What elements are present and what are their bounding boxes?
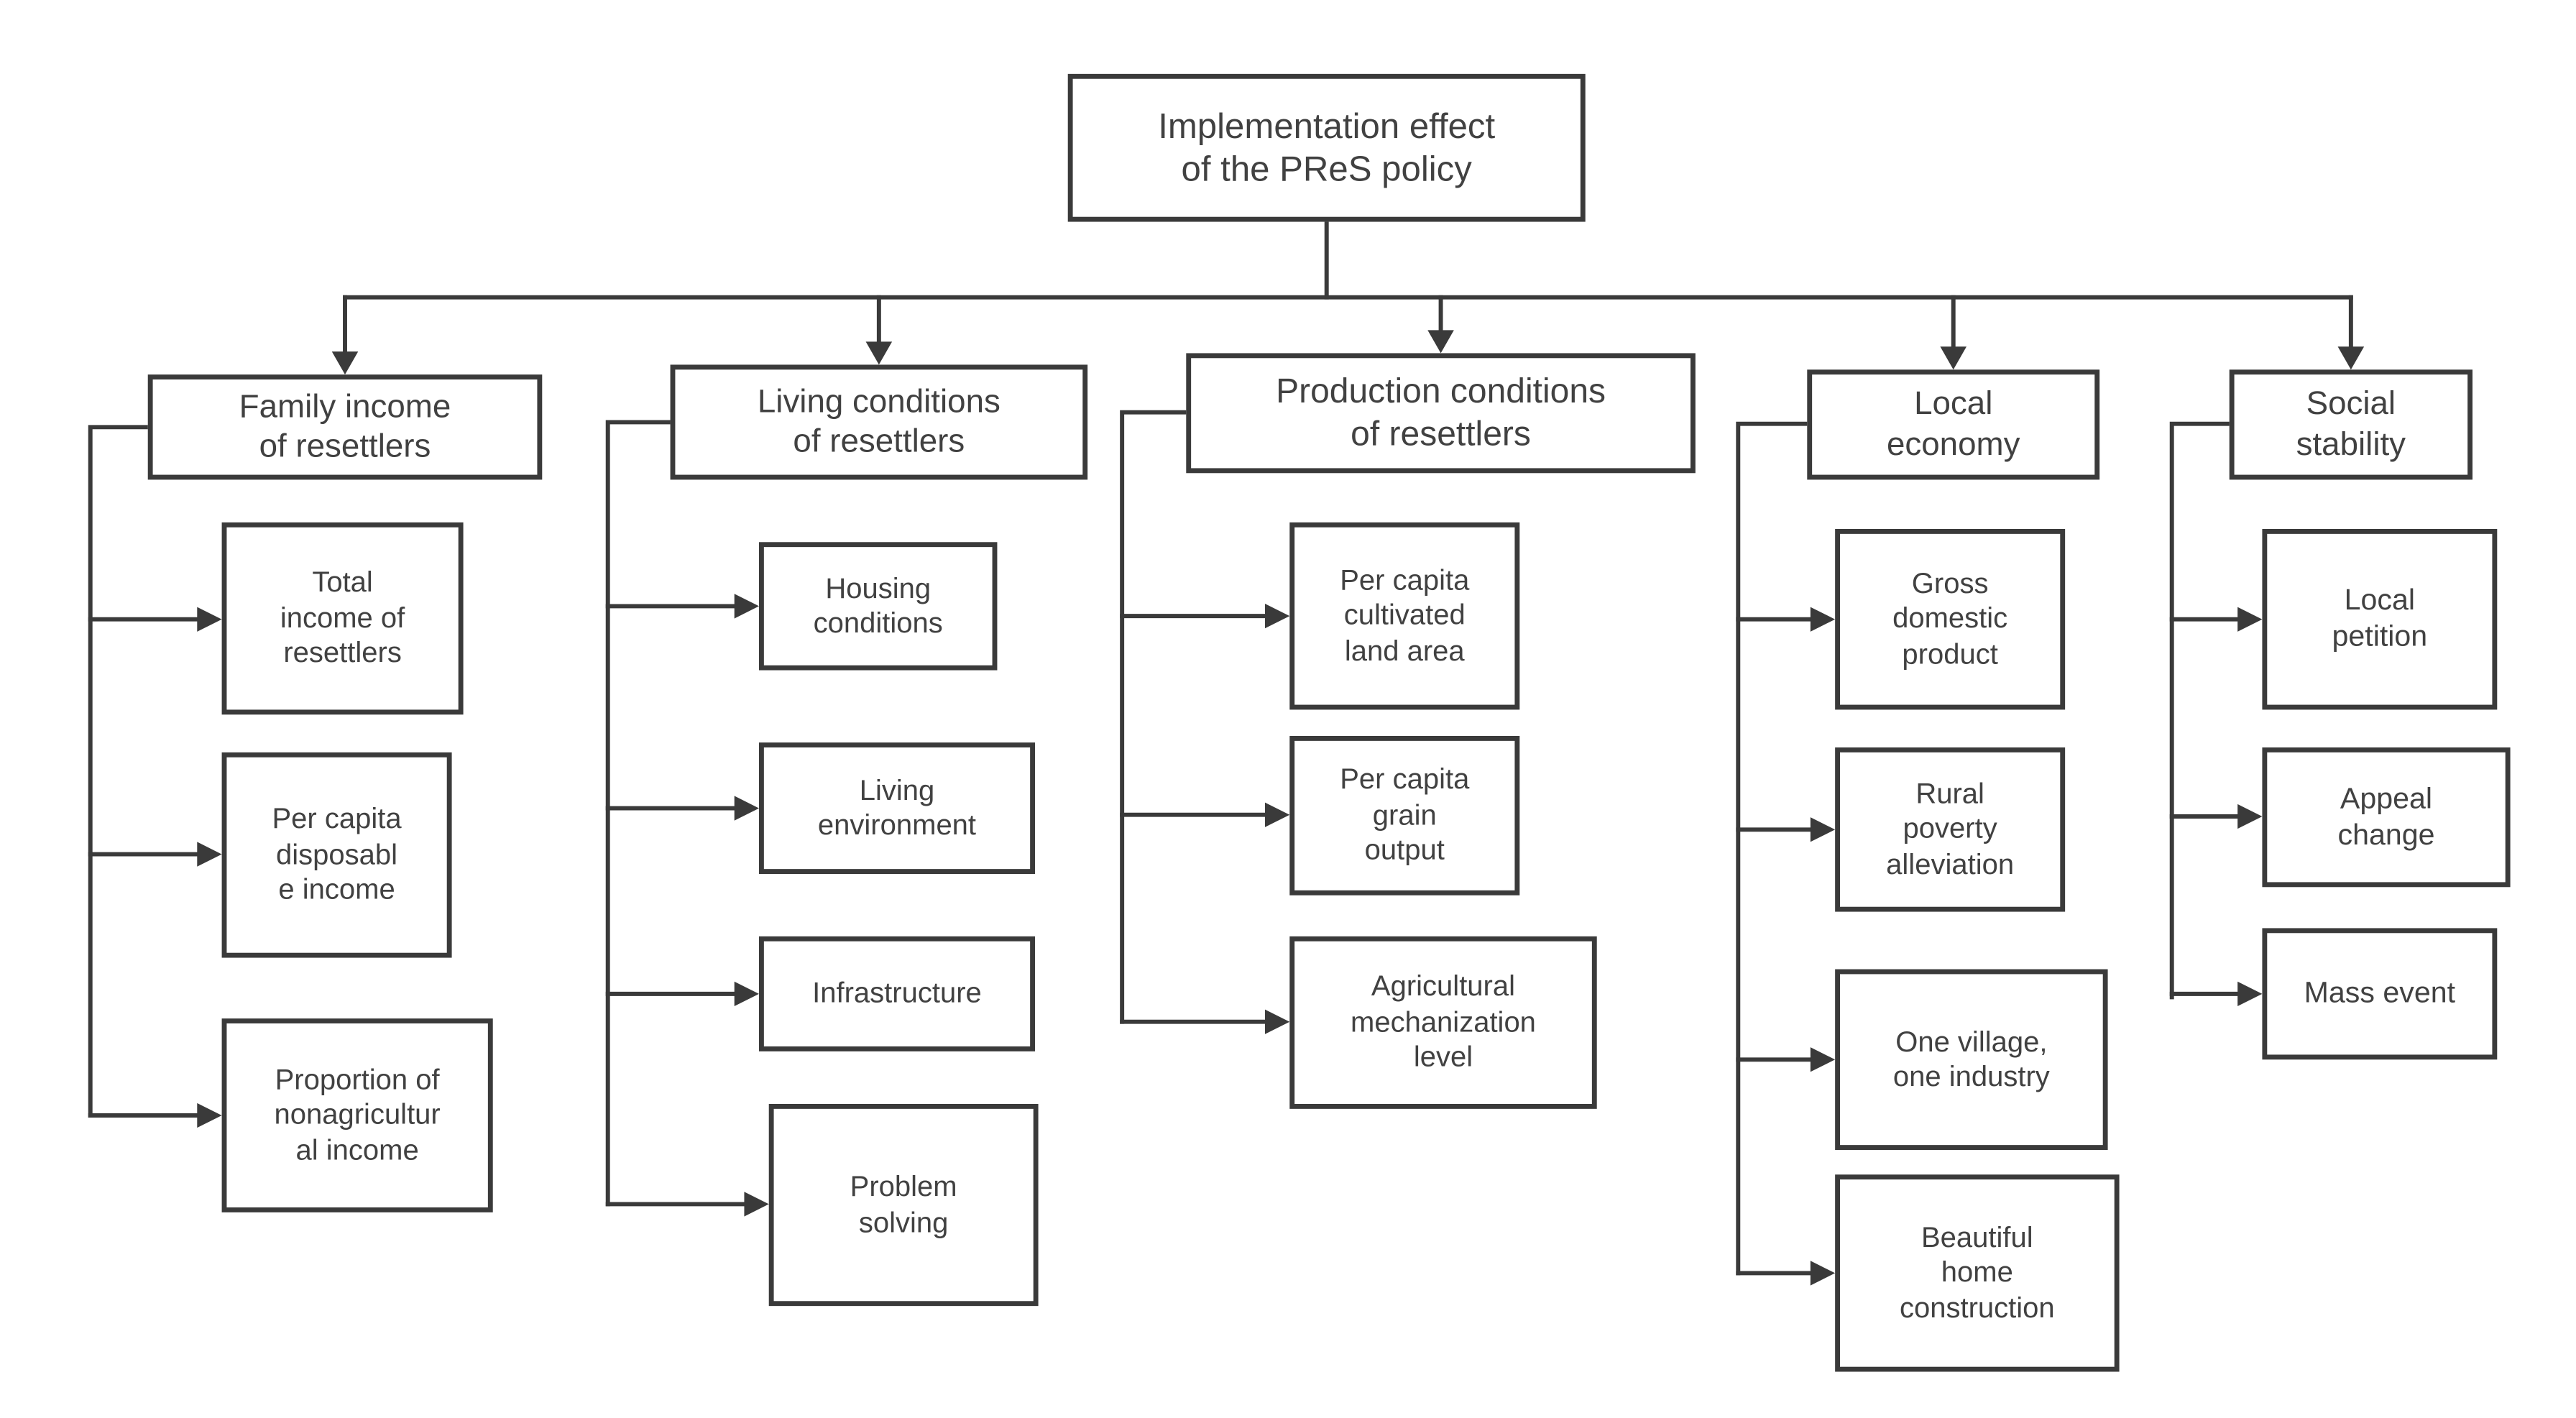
child-beautiful-home-construction: Beautiful home construction (1835, 1174, 2120, 1372)
child-rural-poverty-alleviation: Rural poverty alleviation (1835, 747, 2066, 912)
child-agricultural-mechanization-level: Agricultural mechanization level (1289, 936, 1597, 1109)
branch-living-conditions: Living conditions of resettlers (670, 364, 1088, 480)
branch-family-income: Family income of resettlers (147, 374, 543, 480)
child-housing-conditions: Housing conditions (759, 542, 998, 671)
branch-local-economy: Local economy (1807, 369, 2100, 480)
child-total-income: Total income of resettlers (221, 522, 464, 715)
child-gross-domestic-product: Gross domestic product (1835, 529, 2066, 710)
child-local-petition: Local petition (2262, 529, 2498, 710)
node-root: Implementation effect of the PReS policy (1067, 73, 1586, 222)
child-mass-event: Mass event (2262, 928, 2498, 1060)
child-per-capita-grain-output: Per capita grain output (1289, 736, 1520, 896)
child-per-capita-cultivated-land-area: Per capita cultivated land area (1289, 522, 1520, 710)
branch-social-stability: Social stability (2229, 369, 2473, 480)
branch-production-conditions: Production conditions of resettlers (1186, 353, 1696, 474)
child-per-capita-disposable-income: Per capita disposabl e income (221, 752, 452, 958)
child-one-village-one-industry: One village, one industry (1835, 969, 2108, 1151)
child-appeal-change: Appeal change (2262, 747, 2511, 888)
child-proportion-nonagricultural-income: Proportion of nonagricultur al income (221, 1018, 493, 1212)
child-problem-solving: Problem solving (768, 1104, 1039, 1307)
child-living-environment: Living environment (759, 742, 1036, 874)
child-infrastructure: Infrastructure (759, 936, 1036, 1051)
